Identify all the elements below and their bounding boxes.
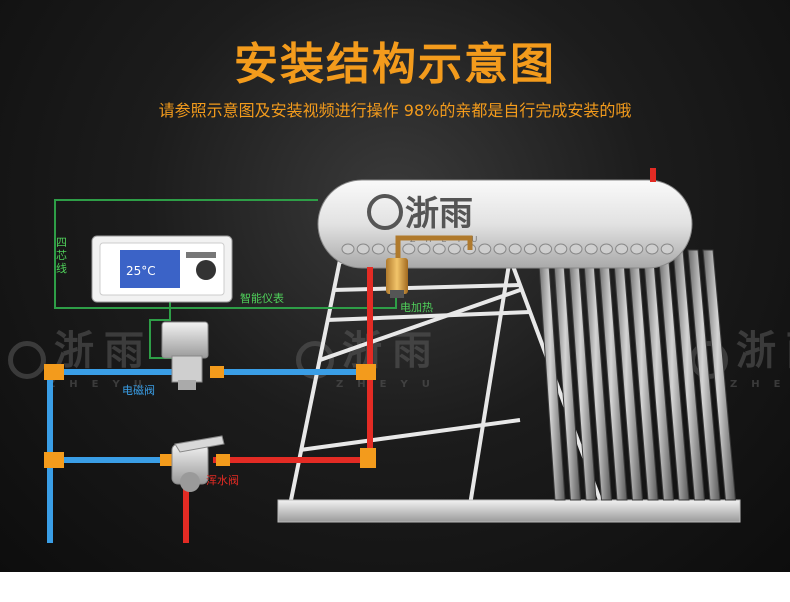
tube-socket	[403, 244, 415, 254]
label-smart-meter: 智能仪表	[240, 290, 284, 306]
frame-base	[278, 500, 740, 522]
tube-socket	[357, 244, 369, 254]
pipe-fittings	[44, 364, 376, 468]
controller-dial-icon	[196, 260, 216, 280]
tube-socket	[418, 244, 430, 254]
vacuum-tubes	[538, 250, 736, 500]
tube-socket	[494, 244, 506, 254]
tube-socket	[585, 244, 597, 254]
tube-socket	[540, 244, 552, 254]
water-tank: 浙雨 ZHEYU	[318, 168, 692, 268]
solenoid-valve	[162, 322, 208, 390]
label-solenoid-valve: 电磁阀	[122, 382, 155, 398]
smart-controller: 25°C	[92, 236, 232, 302]
tube-socket	[631, 244, 643, 254]
tube-socket	[646, 244, 658, 254]
diagram-stage: 浙雨 ZHEYU 浙雨 ZHEYU 浙雨 ZHEYU 安装结构示意图 请参照示意…	[0, 0, 790, 572]
tube-socket	[448, 244, 460, 254]
installation-diagram: 浙雨 ZHEYU 25°C	[0, 0, 790, 572]
tube-socket	[433, 244, 445, 254]
tube-socket	[509, 244, 521, 254]
tube-socket	[600, 244, 612, 254]
tube-socket	[524, 244, 536, 254]
tube-socket	[661, 244, 673, 254]
tube-socket	[570, 244, 582, 254]
label-four-core-wire: 四芯线	[56, 236, 70, 275]
tank-vent-cap	[650, 168, 656, 182]
tube-socket	[479, 244, 491, 254]
tube-socket	[372, 244, 384, 254]
controller-temperature: 25°C	[126, 264, 156, 278]
bottom-band	[0, 572, 790, 602]
label-electric-heater: 电加热	[400, 299, 433, 315]
tube-socket	[555, 244, 567, 254]
label-mixing-valve: 浑水阀	[206, 472, 239, 488]
tube-socket	[342, 244, 354, 254]
tube-socket	[616, 244, 628, 254]
tank-brand-name: 浙雨	[405, 194, 473, 234]
